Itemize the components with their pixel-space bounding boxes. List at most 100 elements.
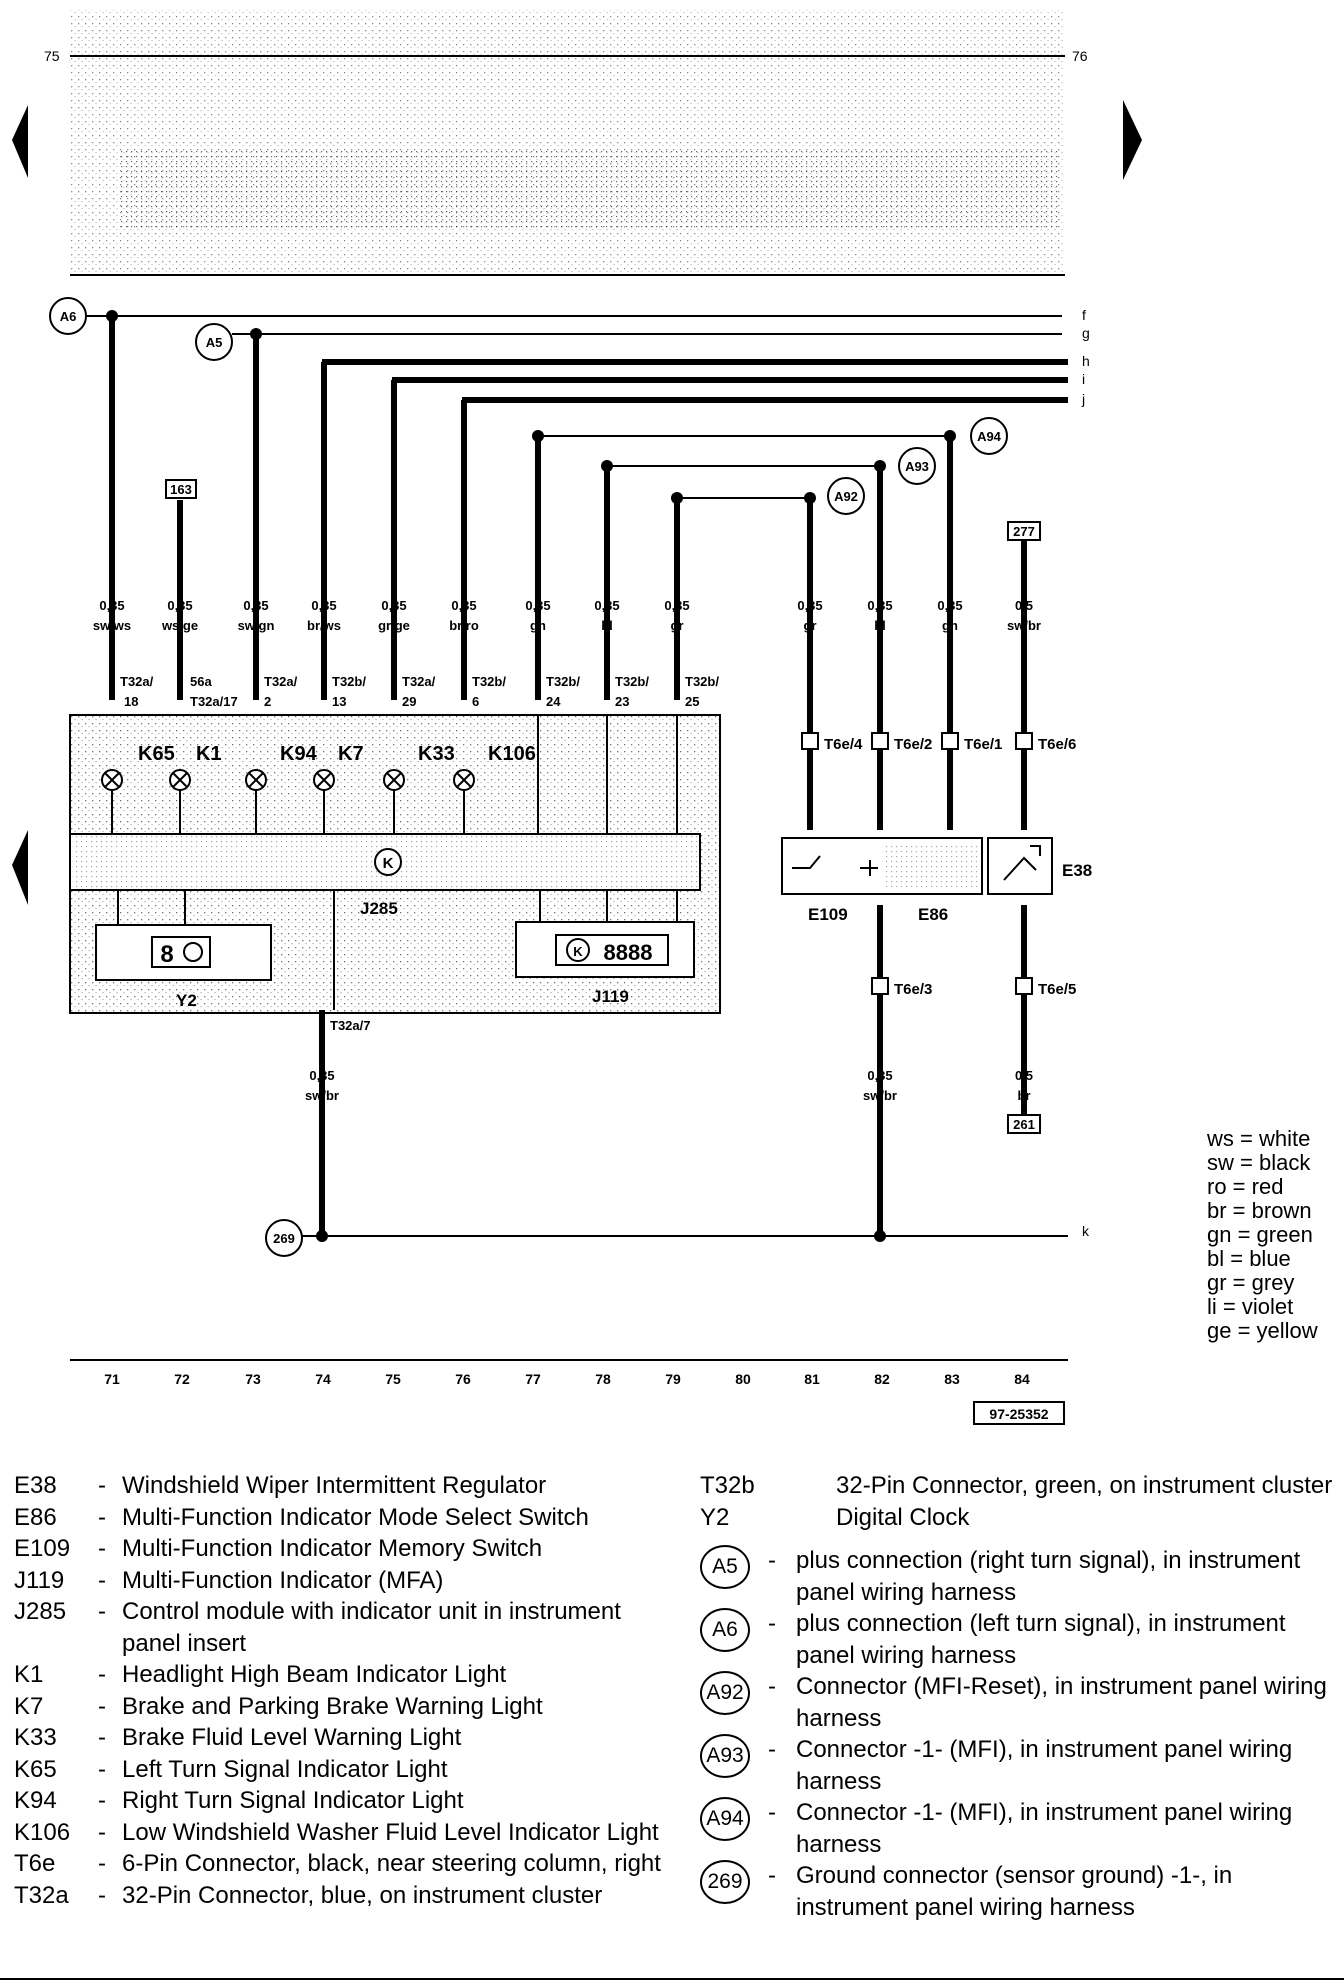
svg-text:78: 78 (595, 1371, 611, 1387)
switch-e86-icon (860, 860, 878, 876)
wire-letter-f: f (1082, 307, 1086, 323)
conn-a6: A6 (60, 309, 77, 324)
lamp-k1: K1 (169, 743, 222, 791)
pin-label: T32b/13 (332, 674, 366, 709)
svg-text:0,35: 0,35 (664, 598, 689, 613)
svg-text:T6e/4: T6e/4 (824, 736, 863, 753)
svg-text:0,35: 0,35 (167, 598, 192, 613)
svg-text:72: 72 (174, 1371, 190, 1387)
conn-269: 269 (273, 1231, 295, 1246)
wire-letter-i: i (1082, 371, 1085, 387)
svg-text:bl = blue: bl = blue (1207, 1246, 1291, 1271)
svg-text:74: 74 (315, 1371, 331, 1387)
conn-a92: A92 (834, 489, 858, 504)
page-next-arrow[interactable] (1123, 100, 1142, 180)
legend-left: E38-Windshield Wiper Intermittent Regula… (14, 1470, 664, 1911)
svg-text:T32b/: T32b/ (546, 674, 580, 689)
svg-text:6: 6 (472, 694, 479, 709)
wire-label: 0,35 sw/gn (238, 598, 275, 633)
svg-text:0,35: 0,35 (867, 1068, 892, 1083)
svg-text:sw/ws: sw/ws (93, 618, 131, 633)
ref-163: 163 (170, 482, 192, 497)
svg-text:bl: bl (601, 618, 613, 633)
pin-label: T32b/25 (685, 674, 719, 709)
svg-text:13: 13 (332, 694, 346, 709)
bottom-rule (0, 1978, 1344, 1980)
svg-text:T6e/6: T6e/6 (1038, 736, 1076, 753)
k-symbol-icon: K (573, 944, 583, 959)
svg-text:0,5: 0,5 (1015, 598, 1033, 613)
legend-row: K7-Brake and Parking Brake Warning Light (14, 1692, 543, 1720)
svg-text:gr/ge: gr/ge (378, 618, 410, 633)
svg-text:T32b/: T32b/ (472, 674, 506, 689)
svg-text:T32a/17: T32a/17 (190, 694, 238, 709)
label-y2: Y2 (176, 991, 197, 1010)
previous-section-strip: 75 76 (44, 10, 1088, 276)
svg-text:56a: 56a (190, 674, 212, 689)
legend-row: K65-Left Turn Signal Indicator Light (14, 1755, 448, 1783)
svg-text:T32a/: T32a/ (264, 674, 298, 689)
bottom-wire-labels: T32a/7 0,35 sw/br 0,35 sw/br 0,5 br (305, 1018, 1033, 1103)
svg-text:sw/br: sw/br (305, 1088, 339, 1103)
svg-text:24: 24 (546, 694, 561, 709)
svg-text:gn = green: gn = green (1207, 1222, 1313, 1247)
cluster-internal-wires (111, 715, 678, 834)
pin-label: T32b/6 (472, 674, 506, 709)
svg-text:K94: K94 (280, 743, 318, 765)
svg-text:0,35: 0,35 (243, 598, 268, 613)
svg-text:23: 23 (615, 694, 629, 709)
legend-row: J285-Control module with indicator unit … (14, 1598, 621, 1657)
label-j119: J119 (592, 987, 629, 1006)
page-prev-arrow[interactable] (12, 105, 28, 178)
k-symbol-icon: K (383, 855, 394, 872)
legend-row: K106-Low Windshield Washer Fluid Level I… (14, 1818, 659, 1846)
legend-circle-row: A6-plus connection (left turn signal), i… (700, 1608, 1340, 1671)
svg-text:K1: K1 (196, 743, 222, 765)
segment-display: 8888 (604, 940, 653, 965)
legend-row: T6e-6-Pin Connector, black, near steerin… (14, 1850, 661, 1877)
wiring-diagram: 75 76 f g h i j k (12, 10, 1318, 1425)
svg-text:T32b/: T32b/ (615, 674, 649, 689)
conn-a94: A94 (977, 429, 1002, 444)
svg-text:29: 29 (402, 694, 416, 709)
svg-text:73: 73 (245, 1371, 261, 1387)
switch-block: E109 E86 E38 (781, 837, 1092, 924)
svg-text:K106: K106 (488, 743, 536, 765)
svg-text:25: 25 (685, 694, 699, 709)
svg-text:sw/gn: sw/gn (238, 618, 275, 633)
svg-text:gn: gn (530, 618, 546, 633)
legend-circle-row: A94-Connector -1- (MFI), in instrument p… (700, 1797, 1340, 1860)
section-arrow[interactable] (12, 830, 28, 905)
pin-t6e-4: T6e/4 (801, 732, 863, 753)
wire-label: 0,5sw/br (1007, 598, 1041, 633)
svg-text:0,5: 0,5 (1015, 1068, 1033, 1083)
svg-text:77: 77 (525, 1371, 541, 1387)
svg-text:ge = yellow: ge = yellow (1207, 1318, 1318, 1343)
legend-row: T32a-32-Pin Connector, blue, on instrume… (14, 1881, 603, 1909)
legend-row: K94-Right Turn Signal Indicator Light (14, 1787, 464, 1814)
track-label-75: 75 (44, 48, 60, 64)
legend-row: E86-Multi-Function Indicator Mode Select… (14, 1503, 589, 1531)
ref-261: 261 (1013, 1117, 1035, 1132)
conn-a5: A5 (206, 335, 223, 350)
svg-text:br = brown: br = brown (1207, 1198, 1312, 1223)
mfa-display-j119: K 8888 J119 (515, 890, 695, 1006)
clock-icon (183, 942, 203, 962)
svg-text:82: 82 (874, 1371, 890, 1387)
svg-text:0,35: 0,35 (594, 598, 619, 613)
svg-text:0,35: 0,35 (937, 598, 962, 613)
conn-a93: A93 (905, 459, 929, 474)
svg-text:0,35: 0,35 (309, 1068, 334, 1083)
regulator-e38-icon (1003, 845, 1041, 881)
switch-e109-icon (792, 855, 821, 869)
